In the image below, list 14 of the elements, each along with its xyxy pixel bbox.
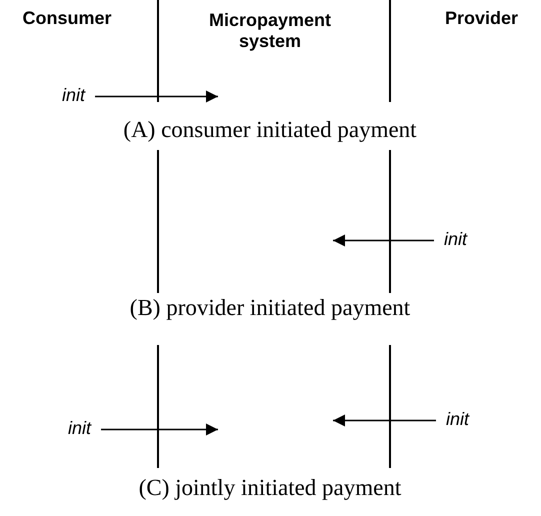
arrow [95,90,218,102]
message-label: init [62,85,86,106]
column-header: Micropayment system [208,10,332,52]
arrow [101,424,218,436]
arrow [333,414,436,426]
column-header: Consumer [21,8,112,29]
caption: (B) provider initiated payment [128,295,412,321]
caption: (A) consumer initiated payment [122,117,418,143]
message-label: init [444,229,468,250]
message-label: init [446,409,470,430]
message-label: init [68,418,92,439]
arrow [333,234,434,246]
caption: (C) jointly initiated payment [138,475,402,501]
column-header: Provider [444,8,520,29]
